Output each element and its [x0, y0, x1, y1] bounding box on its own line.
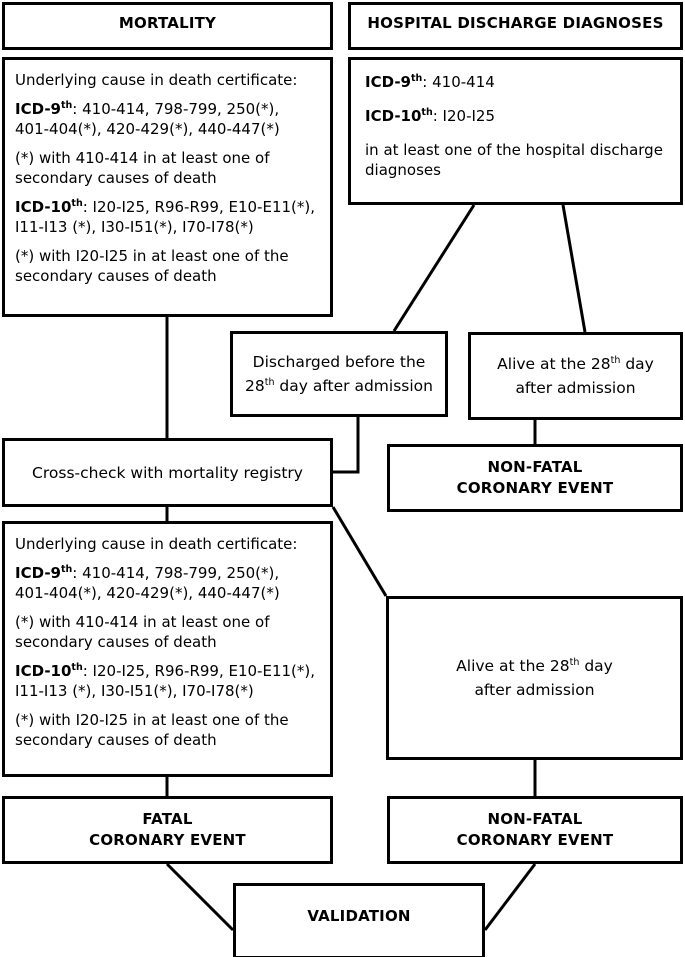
- alive-28th-day-top-box: Alive at the 28th day after admission: [468, 332, 683, 420]
- link-fatal-to-validation: [165, 862, 235, 932]
- hospital-icd10-sup: th: [421, 107, 433, 118]
- fatal-label: FATAL CORONARY EVENT: [89, 809, 246, 851]
- hospital-note: in at least one of the hospital discharg…: [365, 140, 670, 180]
- icd9-note-2-2: secondary causes of death: [15, 633, 217, 651]
- hospital-note-1: in at least one of the hospital discharg…: [365, 141, 663, 159]
- mortality-icd10-note: (*) with I20-I25 in at least one of the …: [15, 246, 322, 286]
- icd9-label: ICD-9: [15, 100, 61, 118]
- fatal-line2: CORONARY EVENT: [89, 831, 246, 849]
- hospital-icd10-codes: : I20-I25: [432, 107, 495, 125]
- validation-label: VALIDATION: [307, 907, 411, 925]
- icd9-note-2: secondary causes of death: [15, 169, 217, 187]
- fatal-coronary-event-box: FATAL CORONARY EVENT: [2, 796, 333, 864]
- icd10-note-1: (*) with I20-I25 in at least one of the: [15, 247, 289, 265]
- alive-top-sup: th: [610, 354, 621, 366]
- icd9-codes-1-2: : 410-414, 798-799, 250(*),: [72, 564, 280, 582]
- alive-top-pre: Alive at the: [497, 355, 591, 373]
- hospital-header-box: HOSPITAL DISCHARGE DIAGNOSES: [348, 2, 683, 50]
- icd10-codes-1-2: : I20-I25, R96-R99, E10-E11(*),: [82, 662, 316, 680]
- validation-box: VALIDATION: [233, 883, 485, 957]
- fatal-line1: FATAL: [142, 810, 193, 828]
- alive-top-num: 28: [590, 355, 611, 373]
- icd10-sup: th: [71, 198, 83, 209]
- alive-bottom-label: Alive at the 28th day after admission: [456, 654, 613, 702]
- icd10-sup-2: th: [71, 662, 83, 673]
- mortality-header-box: MORTALITY: [2, 2, 333, 50]
- icd10-codes-2: I11-I13 (*), I30-I51(*), I70-I78(*): [15, 218, 254, 236]
- hospital-icd9-sup: th: [410, 73, 423, 84]
- icd9-codes-1: : 410-414, 798-799, 250(*),: [72, 100, 280, 118]
- non-fatal-mid-line1: NON-FATAL: [487, 458, 583, 476]
- discharged-line2: day after admission: [274, 377, 433, 395]
- mortality2-icd9: ICD-9th: 410-414, 798-799, 250(*), 401-4…: [15, 563, 322, 603]
- icd10-note-1-2: (*) with I20-I25 in at least one of the: [15, 711, 289, 729]
- discharged-label: Discharged before the 28th day after admi…: [245, 350, 433, 398]
- mortality2-intro: Underlying cause in death certificate:: [15, 535, 298, 553]
- hospital-header-label: HOSPITAL DISCHARGE DIAGNOSES: [367, 14, 664, 32]
- link-hospital-to-discharged: [392, 204, 476, 332]
- non-fatal-bottom-line2: CORONARY EVENT: [456, 831, 614, 849]
- non-fatal-mid-line2: CORONARY EVENT: [456, 479, 614, 497]
- alive-top-label: Alive at the 28th day after admission: [497, 352, 654, 400]
- hospital-icd10-label: ICD-10: [365, 107, 422, 125]
- mortality2-icd10: ICD-10th: I20-I25, R96-R99, E10-E11(*), …: [15, 661, 322, 701]
- mortality-criteria-box-2: Underlying cause in death certificate: I…: [2, 521, 333, 777]
- link-nonfatal-to-validation: [483, 863, 537, 931]
- alive-bottom-num: 28: [549, 657, 570, 675]
- icd9-note-1: (*) with 410-414 in at least one of: [15, 149, 270, 167]
- hospital-icd10: ICD-10th: I20-I25: [365, 106, 670, 126]
- mortality-icd9: ICD-9th: 410-414, 798-799, 250(*), 401-4…: [15, 99, 322, 139]
- hospital-note-2: diagnoses: [365, 161, 441, 179]
- mortality-criteria-text: Underlying cause in death certificate: I…: [5, 60, 330, 292]
- cross-check-label: Cross-check with mortality registry: [32, 463, 303, 482]
- mortality2-icd9-note: (*) with 410-414 in at least one of seco…: [15, 612, 322, 652]
- icd9-sup: th: [60, 100, 73, 111]
- hospital-icd9-codes: : 410-414: [422, 73, 495, 91]
- icd10-codes-2-2: I11-I13 (*), I30-I51(*), I70-I78(*): [15, 682, 254, 700]
- discharged-sup: th: [264, 376, 275, 388]
- mortality-intro: Underlying cause in death certificate:: [15, 71, 298, 89]
- icd10-note-2-2: secondary causes of death: [15, 731, 217, 749]
- mortality-criteria-text-2: Underlying cause in death certificate: I…: [5, 524, 330, 756]
- alive-bottom-sup: th: [569, 656, 580, 668]
- cross-check-box: Cross-check with mortality registry: [2, 438, 333, 507]
- alive-bottom-line2: after admission: [474, 681, 595, 699]
- icd10-label: ICD-10: [15, 198, 72, 216]
- non-fatal-bottom-label: NON-FATAL CORONARY EVENT: [457, 809, 614, 851]
- mortality-header-label: MORTALITY: [118, 14, 217, 32]
- hospital-criteria-box: ICD-9th: 410-414 ICD-10th: I20-I25 in at…: [348, 57, 683, 205]
- non-fatal-coronary-event-bottom-box: NON-FATAL CORONARY EVENT: [387, 796, 683, 864]
- hospital-icd9: ICD-9th: 410-414: [365, 72, 670, 92]
- mortality-icd10: ICD-10th: I20-I25, R96-R99, E10-E11(*), …: [15, 197, 322, 237]
- icd9-label-2: ICD-9: [15, 564, 61, 582]
- link-discharged-to-crosscheck: [333, 417, 360, 474]
- mortality2-icd10-note: (*) with I20-I25 in at least one of the …: [15, 710, 322, 750]
- non-fatal-coronary-event-mid-box: NON-FATAL CORONARY EVENT: [387, 444, 683, 512]
- hospital-criteria-text: ICD-9th: 410-414 ICD-10th: I20-I25 in at…: [351, 60, 680, 186]
- alive-bottom-pre: Alive at the: [456, 657, 550, 675]
- alive-bottom-post: day: [579, 657, 613, 675]
- icd9-codes-2: 401-404(*), 420-429(*), 440-447(*): [15, 120, 280, 138]
- alive-28th-day-bottom-box: Alive at the 28th day after admission: [386, 596, 683, 760]
- icd10-note-2: secondary causes of death: [15, 267, 217, 285]
- non-fatal-bottom-line1: NON-FATAL: [487, 810, 583, 828]
- alive-top-line2: after admission: [515, 379, 636, 397]
- non-fatal-mid-label: NON-FATAL CORONARY EVENT: [457, 457, 614, 499]
- icd10-label-2: ICD-10: [15, 662, 72, 680]
- link-crosscheck-to-alive-bottom: [331, 506, 388, 597]
- icd9-sup-2: th: [60, 564, 73, 575]
- discharged-line1: Discharged before the: [252, 353, 426, 371]
- link-hospital-to-alive-top: [561, 204, 587, 333]
- hospital-icd9-label: ICD-9: [365, 73, 411, 91]
- discharged-before-28th-box: Discharged before the 28th day after admi…: [230, 331, 448, 417]
- discharged-num: 28: [245, 377, 265, 395]
- mortality-criteria-box: Underlying cause in death certificate: I…: [2, 57, 333, 317]
- icd9-codes-2-2: 401-404(*), 420-429(*), 440-447(*): [15, 584, 280, 602]
- icd10-codes-1: : I20-I25, R96-R99, E10-E11(*),: [82, 198, 316, 216]
- alive-top-post: day: [620, 355, 654, 373]
- icd9-note-1-2: (*) with 410-414 in at least one of: [15, 613, 270, 631]
- mortality-icd9-note: (*) with 410-414 in at least one of seco…: [15, 148, 322, 188]
